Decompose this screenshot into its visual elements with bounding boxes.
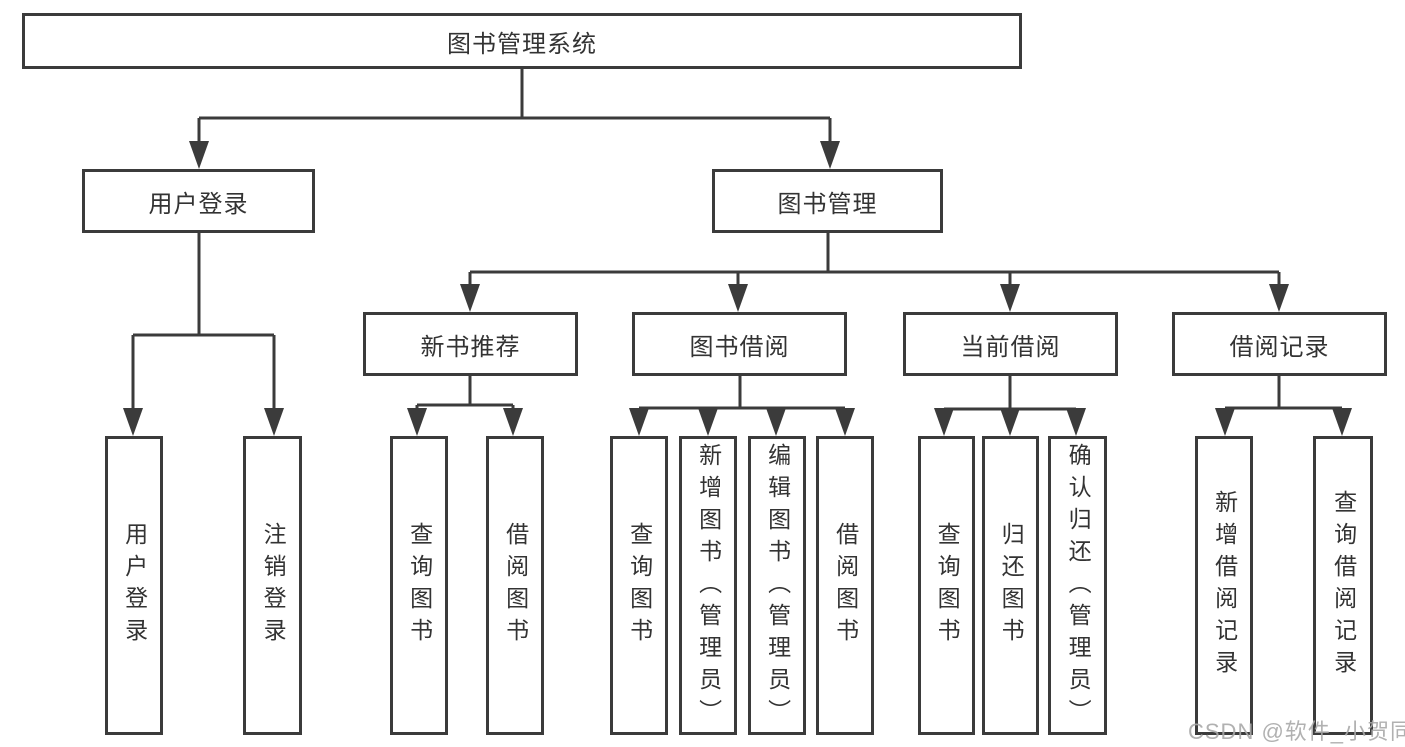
- leaf-borrow-books-recommend: 借阅图书: [486, 436, 544, 735]
- leaf-logout: 注销登录: [243, 436, 302, 735]
- leaf-edit-book-admin: 编辑图书（管理员）: [748, 436, 806, 735]
- node-new-book-recommend: 新书推荐: [363, 312, 578, 376]
- leaf-query-books-recommend: 查询图书: [390, 436, 448, 735]
- arrowheads: [123, 141, 1352, 436]
- leaf-confirm-return-admin: 确认归还（管理员）: [1048, 436, 1107, 735]
- node-library-management-system: 图书管理系统: [22, 13, 1022, 69]
- node-book-management: 图书管理: [712, 169, 943, 233]
- leaf-query-books-current: 查询图书: [918, 436, 975, 735]
- node-current-borrowing: 当前借阅: [903, 312, 1118, 376]
- leaf-user-login: 用户登录: [105, 436, 163, 735]
- leaf-return-books: 归还图书: [982, 436, 1039, 735]
- leaf-add-borrow-record: 新增借阅记录: [1195, 436, 1253, 735]
- leaf-borrow-books-borrowing: 借阅图书: [816, 436, 874, 735]
- leaf-query-books-borrowing: 查询图书: [610, 436, 668, 735]
- node-user-login: 用户登录: [82, 169, 315, 233]
- node-borrowing-records: 借阅记录: [1172, 312, 1387, 376]
- node-book-borrowing: 图书借阅: [632, 312, 847, 376]
- leaf-query-borrow-record: 查询借阅记录: [1313, 436, 1373, 735]
- leaf-add-book-admin: 新增图书（管理员）: [679, 436, 737, 735]
- csdn-watermark: CSDN @软件_小贺同学: [1188, 719, 1405, 744]
